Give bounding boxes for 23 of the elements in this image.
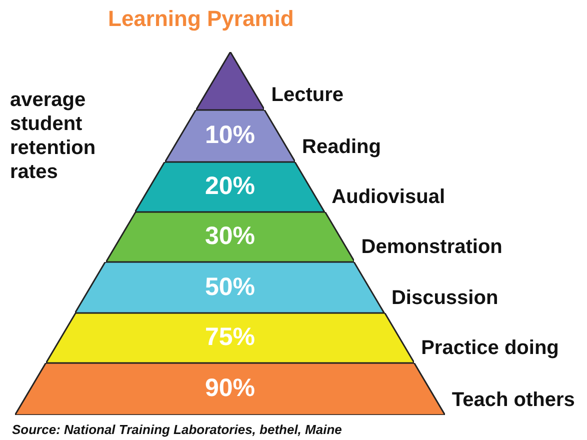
title: Learning Pyramid: [108, 6, 294, 32]
axis-note: average student retention rates: [10, 88, 97, 184]
percentage-label: 75%: [204, 323, 256, 352]
percentage-label: 20%: [204, 172, 256, 201]
pyramid-band: [46, 313, 414, 363]
level-label: Audiovisual: [332, 186, 446, 208]
level-label: Reading: [302, 136, 381, 158]
percentage-label: 30%: [204, 222, 256, 251]
level-label: Practice doing: [421, 337, 559, 359]
percentage-label: 10%: [204, 121, 256, 150]
pyramid-band: [15, 363, 445, 415]
percentage-label: 50%: [204, 272, 256, 302]
pyramid-band: [135, 162, 325, 212]
pyramid-band: [164, 110, 296, 162]
percentage-label: 90%: [204, 374, 256, 403]
level-label: Discussion: [391, 287, 498, 309]
level-label: Demonstration: [361, 236, 502, 258]
pyramid-band: [75, 262, 385, 313]
pyramid-apex: [196, 52, 264, 110]
level-label: Teach others: [452, 389, 575, 411]
level-label: Lecture: [271, 84, 344, 106]
pyramid-band: [106, 212, 354, 262]
source-caption: Source: National Training Laboratories, bethel, Maine: [12, 422, 342, 437]
